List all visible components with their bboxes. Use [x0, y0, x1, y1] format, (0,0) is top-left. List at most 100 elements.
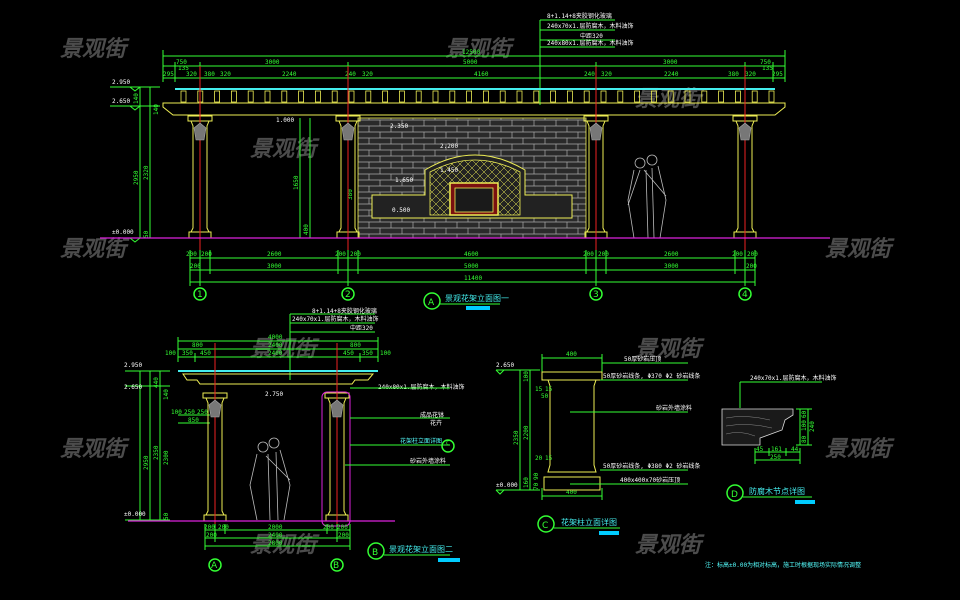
- dim: 200: [338, 532, 349, 539]
- rafter-end: [398, 90, 405, 103]
- dim: 200: [335, 251, 346, 258]
- dim: 60: [801, 410, 808, 418]
- timber-section: [721, 408, 794, 446]
- column: [583, 66, 609, 258]
- rafter-end: [667, 90, 674, 103]
- axis-label: 2: [345, 290, 351, 300]
- level-label: 1.000: [276, 117, 294, 124]
- watermark: 景观街: [250, 137, 320, 162]
- elevation-a-leader: 8+1.14+8夹胶钢化玻璃 240x70x1.层防腐木，木料油饰 中距320 …: [539, 12, 634, 105]
- watermark: 景观街: [635, 533, 705, 558]
- dim: 50: [143, 230, 150, 238]
- dim: 240: [345, 71, 356, 78]
- dim: 380: [347, 189, 354, 200]
- dim: 15: [535, 386, 543, 393]
- rafter-end: [718, 90, 724, 103]
- dim: 2300: [163, 450, 170, 465]
- dim: 100: [171, 409, 182, 416]
- dim: 295: [163, 71, 174, 78]
- drawing-title: 花架柱立面详图: [561, 517, 617, 527]
- watermarks: 景观街 景观街 景观街 景观街 景观街 景观街 景观街 景观街 景观街 景观街 …: [60, 37, 895, 558]
- dim: 250: [770, 454, 781, 461]
- dim: 70: [533, 482, 540, 490]
- dim: 320: [186, 71, 197, 78]
- drawing-title: 防腐木节点详图: [749, 486, 805, 496]
- dim: 200: [747, 251, 758, 258]
- dim: 240: [809, 421, 816, 432]
- dim: 50: [163, 512, 170, 520]
- dim: 450: [343, 350, 354, 357]
- dim: 200: [190, 263, 201, 270]
- dim: 90: [533, 472, 540, 480]
- detail-note: 50厚砂岩压顶: [624, 355, 661, 363]
- flower-pot-icon: [193, 122, 207, 141]
- rafter-end: [230, 90, 237, 103]
- dim: 2350: [153, 445, 160, 460]
- axis-label: 1: [197, 290, 203, 300]
- rafter-end: [415, 90, 422, 103]
- level-label: ±0.000: [124, 511, 146, 518]
- dim: 240: [584, 71, 595, 78]
- flower-pot-icon: [589, 122, 603, 141]
- dim: 350: [182, 350, 193, 357]
- rafter-end: [298, 90, 305, 103]
- dim: 320: [220, 71, 231, 78]
- flower-pot-icon: [330, 399, 344, 418]
- dim: 200: [746, 263, 757, 270]
- dim: 100: [801, 420, 808, 431]
- dim: 200: [204, 524, 215, 531]
- rafter-end: [600, 90, 607, 103]
- dim: 440: [153, 377, 160, 388]
- beam-note: 240x80x1.层防腐木，木料油饰: [378, 383, 465, 391]
- rafter-end: [180, 90, 187, 103]
- drawing-title: 景观花架立面图一: [445, 293, 509, 303]
- level-label: 2.650: [112, 98, 130, 105]
- dim: 5000: [464, 263, 479, 270]
- axis-label: 4: [742, 290, 748, 300]
- dim: 135: [762, 65, 773, 72]
- dim: 100: [523, 371, 530, 382]
- detail-note: 50厚砂岩线条, Φ380 Φ2 砂岩线条: [603, 462, 700, 470]
- detail-c: 400 400 50厚砂岩压顶 50厚砂岩线条, Φ370 Φ2 砂岩线条 砂岩…: [495, 351, 700, 535]
- level-label: ±0.000: [496, 482, 518, 489]
- columns: [202, 343, 350, 541]
- drawing-marker: A: [428, 298, 435, 308]
- dim: 750: [176, 59, 187, 66]
- dim: 15: [545, 386, 553, 393]
- dim: 400: [303, 224, 310, 235]
- watermark: 景观街: [60, 237, 130, 262]
- dim: 140: [163, 389, 170, 400]
- dim: 380: [204, 71, 215, 78]
- rafter-end: [684, 90, 691, 103]
- side-note: 砂岩外墙涂料: [410, 457, 446, 465]
- dim: 200: [218, 524, 229, 531]
- dim-total: 11400: [464, 275, 482, 282]
- level-label: 2.200: [440, 143, 458, 150]
- watermark: 景观街: [825, 237, 895, 262]
- level-label: 2.650: [124, 384, 142, 391]
- dim: 3000: [664, 263, 679, 270]
- watermark: 景观街: [635, 337, 705, 362]
- dim: 200: [337, 524, 348, 531]
- stone-wall: 2.350 2.200 1.650 1.450 0.500 1.000 1650…: [276, 117, 587, 239]
- dim: 135: [178, 65, 189, 72]
- title-block-d: D 防腐木节点详图: [726, 484, 815, 504]
- watermark: 景观街: [60, 37, 130, 62]
- flower-pot-icon: [738, 122, 752, 141]
- dim: 450: [200, 350, 211, 357]
- rafter-end: [281, 90, 288, 103]
- rafter-end: [499, 90, 506, 103]
- rafter-end: [449, 90, 456, 103]
- detail-note: 砂岩外墙涂料: [656, 404, 692, 412]
- dim: 5000: [463, 59, 478, 66]
- dim: 200: [732, 251, 743, 258]
- rafter-end: [331, 90, 338, 103]
- level-label: 2.950: [124, 362, 142, 369]
- elevation-a-bottom-dimensions: 200 200 2600 200 200 4600 200 200 2600 2…: [186, 250, 758, 286]
- dim: 200: [598, 251, 609, 258]
- dim: 800: [192, 342, 203, 349]
- dim: 140: [133, 93, 140, 104]
- dim: 44: [791, 446, 799, 453]
- drawing-marker: C: [542, 521, 548, 531]
